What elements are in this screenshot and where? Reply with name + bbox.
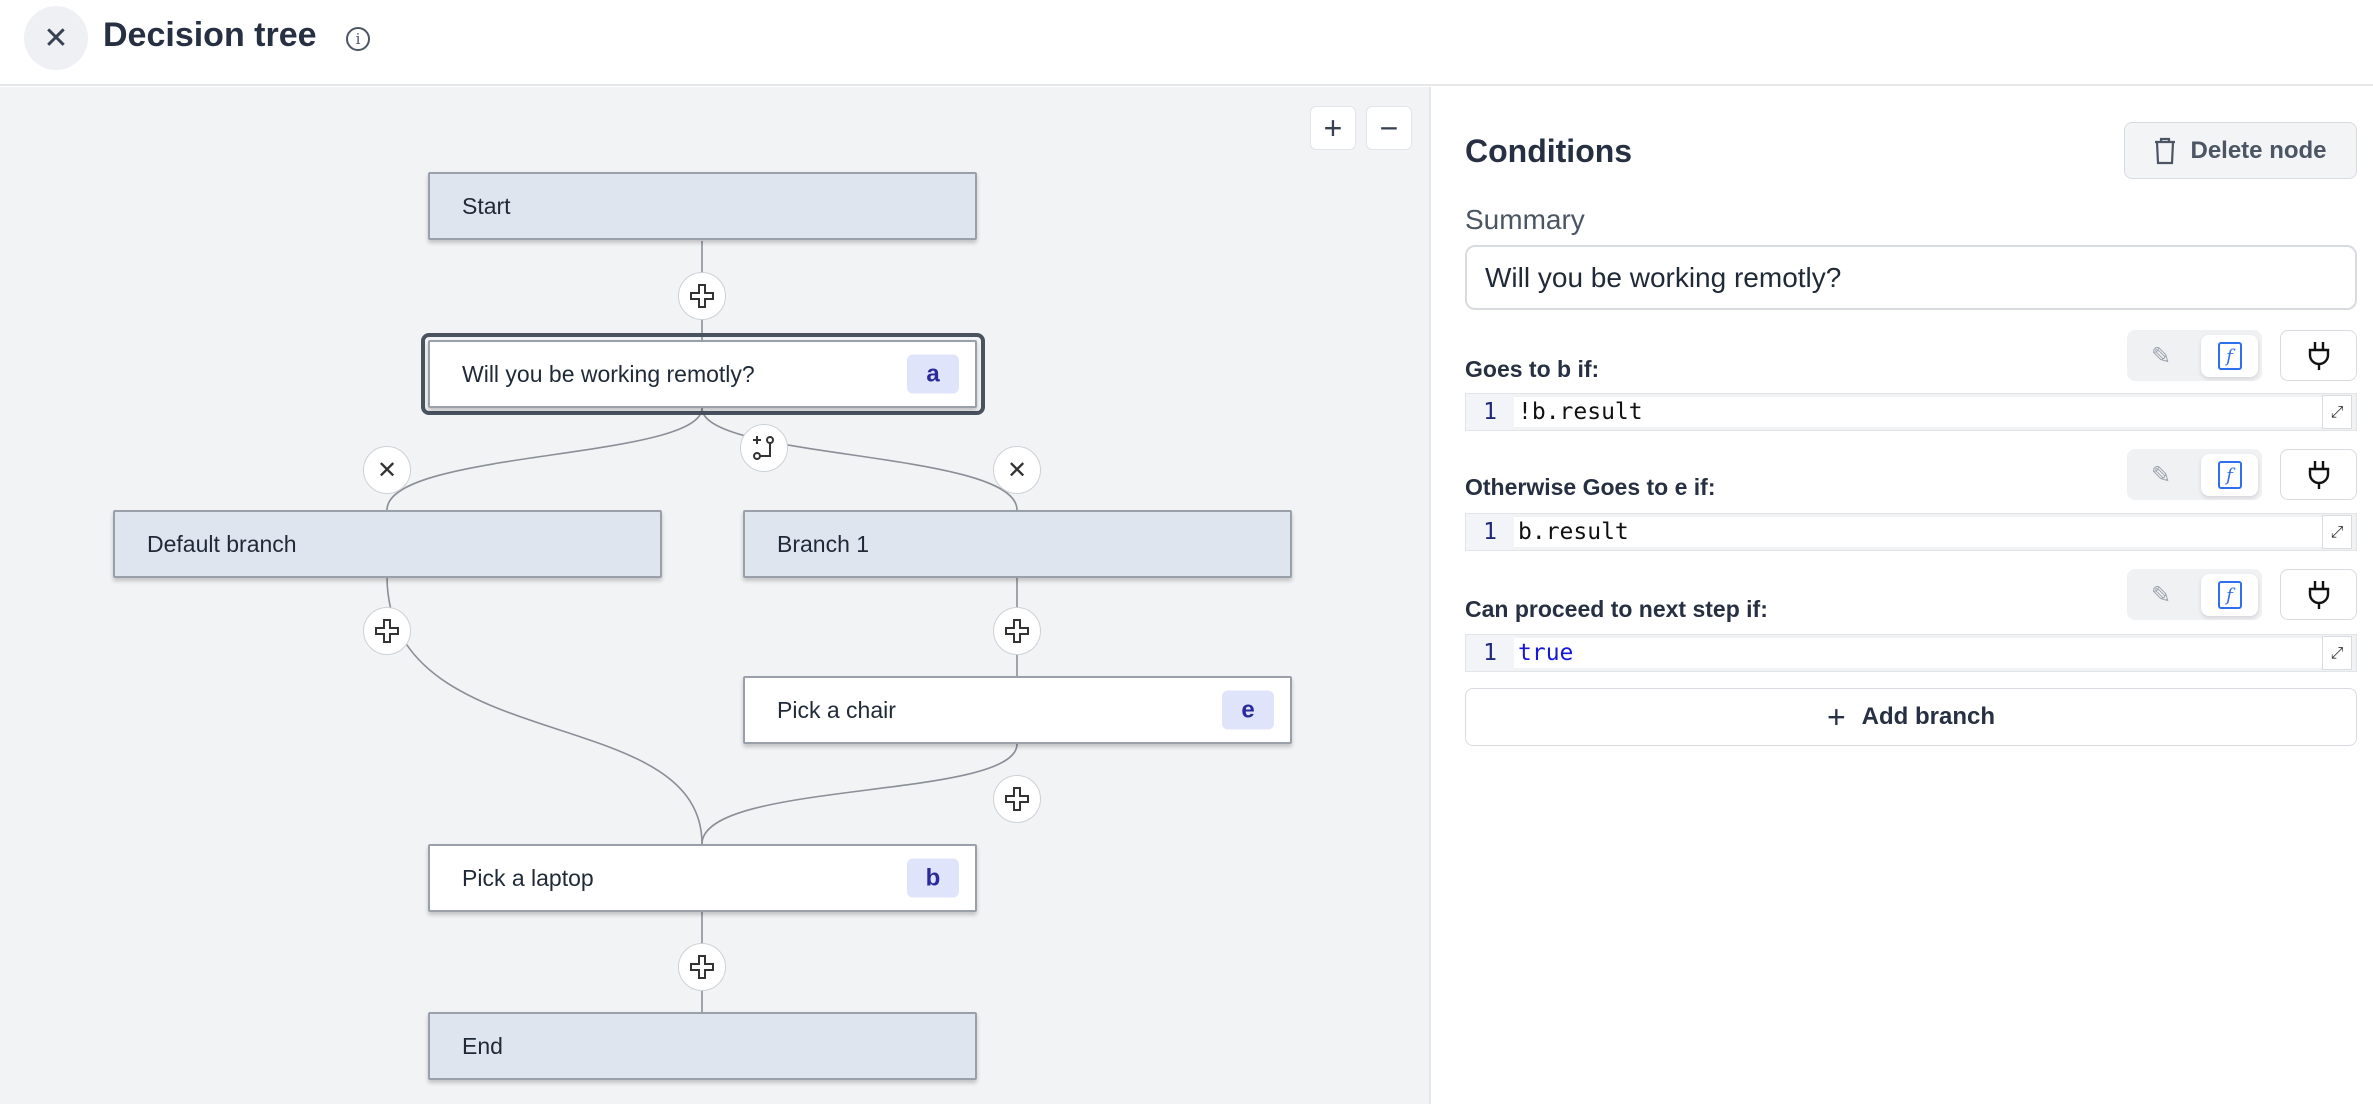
node-label: Will you be working remotly?	[462, 360, 755, 387]
zoom-out-button[interactable]: −	[1366, 106, 1412, 150]
condition-label: Goes to b if:	[1465, 356, 1600, 382]
node-label: End	[462, 1032, 503, 1059]
function-mode-button[interactable]: f	[2201, 335, 2258, 377]
code-text[interactable]: true	[1514, 638, 2322, 668]
add-step-button[interactable]	[678, 272, 726, 320]
node-label: Pick a laptop	[462, 864, 594, 891]
panel-title: Conditions	[1465, 133, 1633, 169]
delete-node-label: Delete node	[2190, 136, 2327, 164]
summary-input[interactable]	[1465, 245, 2357, 310]
mode-toggle: ✎f	[2127, 449, 2262, 500]
plus-icon	[690, 955, 714, 979]
code-text[interactable]: !b.result	[1514, 397, 2322, 427]
line-number: 1	[1466, 394, 1514, 430]
code-text[interactable]: b.result	[1514, 517, 2322, 547]
node-branch-1[interactable]: Branch 1	[743, 510, 1292, 578]
pencil-icon[interactable]: ✎	[2150, 342, 2172, 370]
zoom-in-button[interactable]: +	[1310, 106, 1356, 150]
delete-node-button[interactable]: Delete node	[2124, 122, 2357, 179]
function-icon: f	[2217, 461, 2242, 489]
node-default-branch[interactable]: Default branch	[113, 510, 662, 578]
mode-toggle: ✎f	[2127, 330, 2262, 381]
node-label: Start	[462, 192, 511, 219]
close-icon: ✕	[1006, 456, 1028, 484]
close-icon: ✕	[43, 21, 69, 55]
selection-outline	[421, 333, 985, 415]
plus-icon	[1005, 787, 1029, 811]
trash-icon	[2155, 137, 2176, 164]
flow-canvas[interactable]	[0, 87, 1431, 1104]
add-step-button[interactable]	[363, 607, 411, 655]
condition-label: Otherwise Goes to e if:	[1465, 474, 1716, 500]
plug-icon	[2308, 460, 2329, 489]
node-pick-chair[interactable]: Pick a chair e	[743, 676, 1292, 744]
edge-question-branch1	[701, 407, 1018, 511]
branch-icon	[753, 436, 774, 460]
plug-icon	[2308, 580, 2329, 609]
add-step-button[interactable]	[993, 775, 1041, 823]
plug-icon	[2308, 341, 2329, 370]
function-mode-button[interactable]: f	[2201, 454, 2258, 496]
line-number: 1	[1466, 635, 1514, 671]
node-start[interactable]: Start	[428, 172, 977, 240]
function-icon: f	[2217, 581, 2242, 609]
node-badge: b	[907, 858, 959, 898]
delete-branch-button[interactable]: ✕	[363, 446, 411, 494]
function-mode-button[interactable]: f	[2201, 574, 2258, 616]
expand-icon[interactable]: ⤢	[2322, 636, 2352, 670]
node-question[interactable]: Will you be working remotly? a	[428, 340, 977, 408]
plug-button[interactable]	[2280, 569, 2357, 620]
page-title: Decision tree	[103, 16, 317, 54]
header: ✕ Decision tree i	[0, 0, 2373, 86]
add-branch-label: Add branch	[1861, 703, 1996, 730]
mode-toggle: ✎f	[2127, 569, 2262, 620]
node-label: Branch 1	[777, 530, 870, 557]
add-branch-button[interactable]: + Add branch	[1465, 688, 2357, 746]
node-label: Default branch	[147, 530, 297, 557]
expand-icon[interactable]: ⤢	[2322, 395, 2352, 429]
pencil-icon[interactable]: ✎	[2150, 581, 2172, 609]
node-badge: e	[1222, 690, 1274, 730]
add-branch-node-button[interactable]	[740, 424, 788, 472]
line-number: 1	[1466, 514, 1514, 550]
edge-question-default	[386, 407, 703, 511]
info-icon[interactable]: i	[346, 27, 370, 51]
node-pick-laptop[interactable]: Pick a laptop b	[428, 844, 977, 912]
condition-label: Can proceed to next step if:	[1465, 596, 1768, 622]
node-end[interactable]: End	[428, 1012, 977, 1080]
plus-icon	[375, 619, 399, 643]
pencil-icon[interactable]: ✎	[2150, 461, 2172, 489]
plus-icon	[1005, 619, 1029, 643]
expand-icon[interactable]: ⤢	[2322, 515, 2352, 549]
plus-icon: +	[1826, 698, 1846, 735]
plus-icon	[690, 284, 714, 308]
plug-button[interactable]	[2280, 330, 2357, 381]
summary-label: Summary	[1465, 204, 1585, 235]
edge-default-laptop	[386, 575, 703, 845]
edge-chair-laptop	[701, 743, 1018, 845]
function-icon: f	[2217, 342, 2242, 370]
add-step-button[interactable]	[678, 943, 726, 991]
node-label: Pick a chair	[777, 696, 896, 723]
plug-button[interactable]	[2280, 449, 2357, 500]
delete-branch-button[interactable]: ✕	[993, 446, 1041, 494]
code-editor[interactable]: 1!b.result⤢	[1465, 393, 2357, 431]
close-button[interactable]: ✕	[24, 6, 88, 70]
node-badge: a	[907, 354, 959, 394]
add-step-button[interactable]	[993, 607, 1041, 655]
close-icon: ✕	[376, 456, 398, 484]
